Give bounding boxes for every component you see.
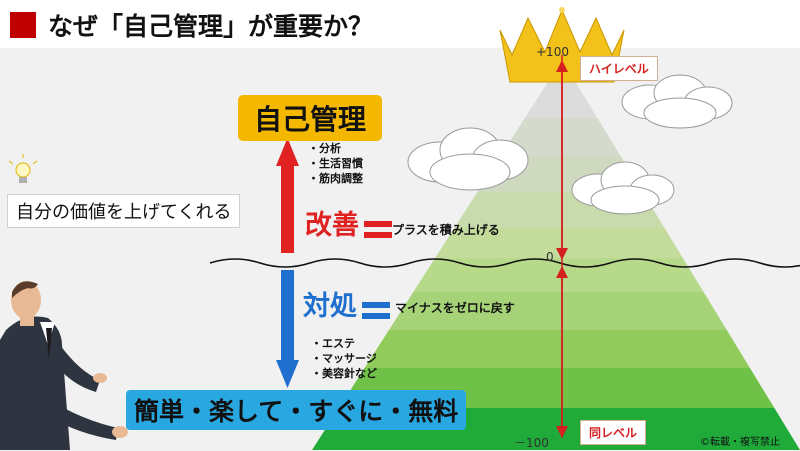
pyramid-band-8 bbox=[312, 330, 800, 368]
bullet-lifestyle: ・生活習慣 bbox=[308, 157, 363, 170]
bullet-massage: ・マッサージ bbox=[311, 352, 377, 365]
man-illustration bbox=[0, 281, 128, 450]
header-accent-square bbox=[10, 12, 36, 38]
copyright-notice: ©転載・複写禁止 bbox=[700, 437, 780, 448]
axis-label-top: +100 bbox=[536, 45, 569, 59]
axis-label-bottom: －100 bbox=[514, 436, 549, 450]
self-management-label: 自己管理 bbox=[238, 95, 383, 141]
high-level-badge: ハイレベル bbox=[580, 56, 658, 81]
bullet-muscle: ・筋肉調整 bbox=[308, 172, 363, 185]
kaizen-row: 改善 bbox=[305, 203, 393, 242]
cloud-icon bbox=[571, 161, 675, 215]
kaizen-label: 改善 bbox=[305, 210, 359, 241]
header-bar: なぜ「自己管理」が重要か？ bbox=[0, 0, 800, 48]
same-level-badge: 同レベル bbox=[580, 420, 647, 445]
equals-sign-red bbox=[364, 220, 393, 239]
red-up-arrow bbox=[276, 138, 299, 253]
page-title: なぜ「自己管理」が重要か？ bbox=[48, 12, 374, 41]
lightbulb-icon bbox=[8, 154, 38, 183]
equals-sign-blue bbox=[362, 301, 391, 320]
self-management-bullets: ・分析 ・生活習慣 ・筋肉調整 bbox=[308, 141, 363, 186]
taisho-bullets: ・エステ ・マッサージ ・美容針など bbox=[311, 336, 377, 381]
value-caption: 自分の価値を上げてくれる bbox=[7, 194, 241, 228]
bullet-beauty-acupuncture: ・美容針など bbox=[311, 367, 377, 380]
taisho-description: マイナスをゼロに戻す bbox=[395, 301, 515, 315]
bullet-esthetic: ・エステ bbox=[311, 337, 355, 350]
taisho-row: 対処 bbox=[303, 284, 391, 323]
cloud-icon bbox=[621, 74, 733, 129]
easy-caption: 簡単・楽して・すぐに・無料 bbox=[126, 390, 467, 430]
zero-wave-line bbox=[209, 258, 800, 268]
axis-label-zero: 0 bbox=[546, 250, 554, 264]
blue-down-arrow bbox=[276, 270, 299, 388]
taisho-label: 対処 bbox=[303, 291, 357, 322]
cloud-icon bbox=[407, 127, 529, 191]
bullet-analysis: ・分析 bbox=[308, 142, 341, 155]
kaizen-description: プラスを積み上げる bbox=[392, 223, 500, 237]
pyramid-band-3 bbox=[312, 156, 800, 192]
